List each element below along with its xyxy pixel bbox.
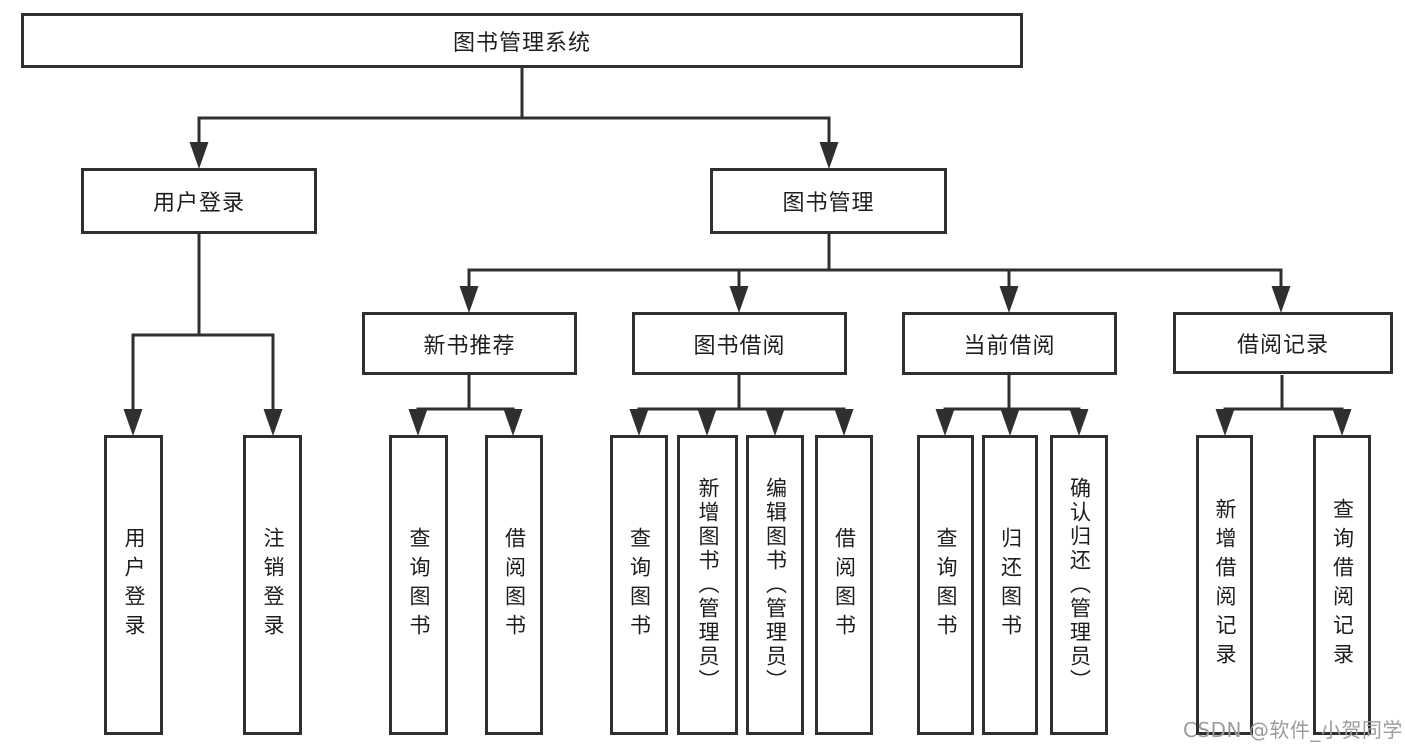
node-leaf-confirm-return-admin: 确认归还（管理员） [1050,435,1108,735]
node-current-borrow: 当前借阅 [902,312,1117,375]
root-connectors [189,68,839,169]
borrow-records-connectors [1215,375,1352,436]
node-leaf-borrow-book-1: 借阅图书 [485,435,543,735]
node-leaf-logout: 注销登录 [243,435,302,735]
node-leaf-query-book-1: 查询图书 [389,435,448,735]
node-library-management-system: 图书管理系统 [21,13,1023,68]
node-leaf-return-book: 归还图书 [982,435,1038,735]
node-borrow-records: 借阅记录 [1173,312,1393,374]
node-leaf-add-borrow-record: 新增借阅记录 [1196,435,1253,735]
node-leaf-query-book-2: 查询图书 [610,435,668,735]
csdn-watermark: CSDN @软件_小贺同学 [1183,718,1403,742]
node-book-management: 图书管理 [710,168,947,234]
node-book-borrow: 图书借阅 [632,312,847,375]
node-leaf-query-book-3: 查询图书 [917,435,974,735]
node-leaf-borrow-book-2: 借阅图书 [815,435,873,735]
node-new-book-recommend: 新书推荐 [362,312,577,375]
node-user-login: 用户登录 [81,168,317,234]
new-book-connectors [408,375,523,436]
node-leaf-add-book-admin: 新增图书（管理员） [677,435,738,735]
current-borrow-connectors [935,375,1089,436]
book-management-connectors [459,234,1291,313]
user-login-connectors [123,234,283,436]
node-leaf-edit-book-admin: 编辑图书（管理员） [746,435,804,735]
node-leaf-user-login: 用户登录 [104,435,163,735]
book-borrow-connectors [629,375,854,436]
node-leaf-query-borrow-record: 查询借阅记录 [1313,435,1371,735]
